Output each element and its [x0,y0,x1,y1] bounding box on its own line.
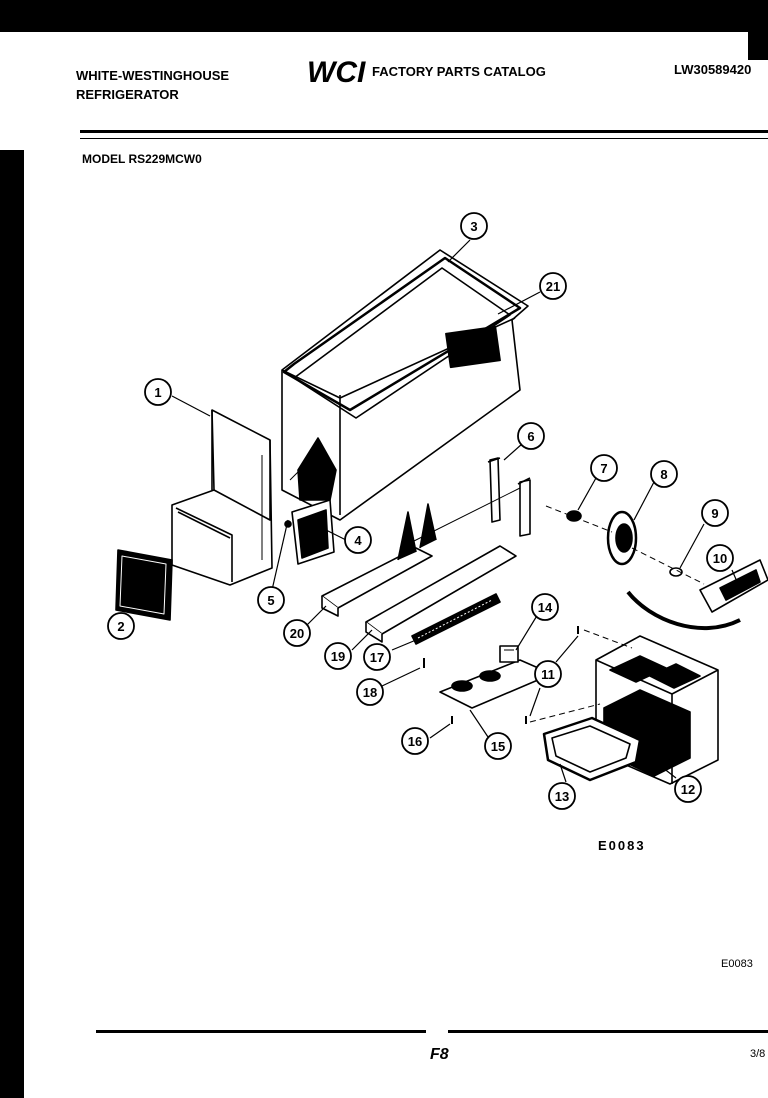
part-bracket [284,499,335,565]
footer-rule-left [96,1030,426,1033]
model-number: MODEL RS229MCW0 [82,152,202,166]
callout-17-label: 17 [370,650,384,665]
header-rule-thick [80,130,768,133]
callout-4-label: 4 [354,533,362,548]
part-ice-bucket [281,249,529,521]
callout-1-label: 1 [154,385,161,400]
catalog-title: FACTORY PARTS CATALOG [372,64,546,79]
callout-12-label: 12 [681,782,695,797]
footer-rule-right [448,1030,768,1033]
callout-14: 14 [531,593,559,621]
callout-15: 15 [484,732,512,760]
figure-code-small: E0083 [721,958,753,970]
callout-18-label: 18 [363,685,377,700]
callout-9: 9 [701,499,729,527]
page-number: F8 [430,1046,449,1063]
scan-border-top [0,0,768,32]
callout-21: 21 [539,272,567,300]
callout-2-label: 2 [117,619,124,634]
manufacturer-name: WHITE-WESTINGHOUSE [76,68,230,83]
callout-10: 10 [706,544,734,572]
callout-16: 16 [401,727,429,755]
callout-3-label: 3 [470,219,477,234]
manufacturer-block: WHITE-WESTINGHOUSE REFRIGERATOR [76,66,229,104]
scan-border-right [748,0,768,60]
product-type: REFRIGERATOR [76,87,179,102]
part-drive-assembly [626,559,768,630]
header-rule-thin [80,138,768,139]
callout-7: 7 [590,454,618,482]
catalog-date: 3/8 [750,1048,766,1060]
callout-8: 8 [650,460,678,488]
callout-21-label: 21 [546,279,560,294]
part-support-rails [487,457,531,537]
scan-border-left [0,150,24,1098]
callout-19: 19 [324,642,352,670]
callout-5: 5 [257,586,285,614]
callout-5-label: 5 [267,593,274,608]
callout-9-label: 9 [711,506,718,521]
callout-6-label: 6 [527,429,534,444]
callout-10-label: 10 [713,551,727,566]
callouts: 1 2 3 4 5 6 7 8 9 10 11 12 13 14 15 16 1… [107,212,734,810]
callout-17: 17 [363,643,391,671]
callout-16-label: 16 [408,734,422,749]
callout-13-label: 13 [555,789,569,804]
part-auger-rails [321,487,521,643]
callout-11a: 11 [534,660,562,688]
callout-18: 18 [356,678,384,706]
callout-8-label: 8 [660,467,667,482]
callout-15-label: 15 [491,739,505,754]
callout-4: 4 [344,526,372,554]
part-spring [411,593,501,645]
figure-code: E0083 [598,838,646,853]
part-pad [115,549,173,621]
wci-logo-text: WCI [307,56,366,86]
leader-lines [171,239,739,783]
wci-logo: WCI [307,56,366,86]
callout-7-label: 7 [600,461,607,476]
callout-13: 13 [548,782,576,810]
callout-11a-label: 11 [541,667,555,682]
callout-6: 6 [517,422,545,450]
callout-20-label: 20 [290,626,304,641]
part-coupling [566,510,638,566]
callout-14-label: 14 [538,600,553,615]
callout-20: 20 [283,619,311,647]
callout-19-label: 19 [331,649,345,664]
part-chute [171,409,273,586]
part-screws [423,626,579,724]
callout-1: 1 [144,378,172,406]
catalog-code: LW30589420 [674,62,752,77]
assembly-lines [529,505,705,723]
callout-12: 12 [674,775,702,803]
callout-2: 2 [107,612,135,640]
callout-3: 3 [460,212,488,240]
